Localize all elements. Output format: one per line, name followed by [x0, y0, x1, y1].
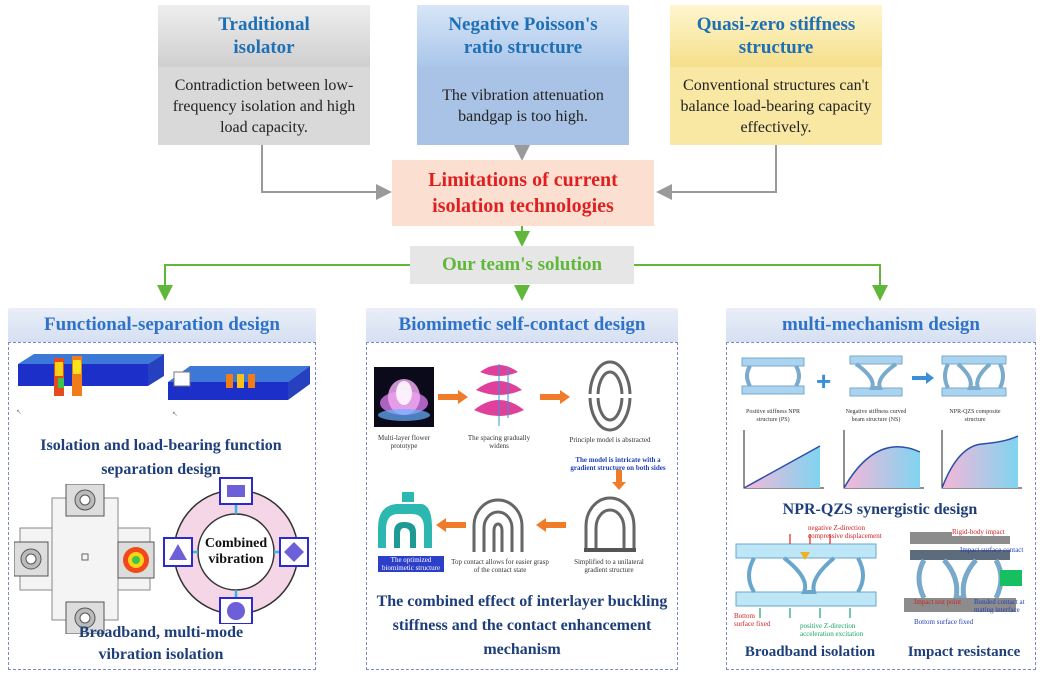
arrow-right: [912, 372, 934, 384]
solution-text: Our team's solution: [441, 254, 603, 275]
label-flower: Multi-layer flower prototype: [378, 434, 430, 450]
struct1-label: Positive stiffness NPR structure (PS): [746, 409, 800, 423]
label-rigid: Rigid-body impact: [952, 528, 1022, 536]
principle-model-image: [582, 360, 638, 432]
label-spacing: The spacing gradually widens: [467, 434, 531, 450]
top-contact-model-image: [472, 498, 524, 552]
npr-title: Negative Poisson's ratio structure: [417, 5, 629, 67]
combined-vibration-ring: [163, 477, 309, 624]
struct2-label: Negative stiffness curved beam structure…: [845, 409, 907, 423]
label-impactsurf: Impact surface contact: [960, 546, 1024, 554]
label-gradient: The model is intricate with a gradient s…: [570, 456, 666, 472]
arrow-4: [436, 518, 466, 532]
beam-models-image: ↖ ↖: [16, 354, 310, 418]
spacing-flower-image: [474, 364, 524, 426]
right-panel-title: multi-mechanism design: [726, 308, 1036, 342]
label-neg: negative Z-direction compressive displac…: [808, 524, 882, 540]
right-panel: [726, 342, 1036, 670]
left-caption-1: Isolation and load-bearing function sepa…: [40, 437, 282, 478]
traditional-isolator-body: Contradiction between low-frequency isol…: [158, 67, 370, 145]
npr-body: The vibration attenuation bandgap is too…: [417, 67, 629, 145]
label-topcontact: Top contact allows for easier grasp of t…: [451, 558, 549, 574]
arrow-1: [438, 390, 468, 404]
plus-sign: +: [816, 366, 832, 396]
structure-2-image: [849, 355, 903, 397]
middle-panel-title: Biomimetic self-contact design: [366, 308, 678, 342]
broadband-isolation-caption: Broadband isolation: [744, 644, 876, 660]
qzs-body: Conventional structures can't balance lo…: [670, 67, 882, 145]
optimized-structure-image: [378, 492, 432, 548]
isolator-topview-image: [14, 484, 155, 634]
broadband-isolation-image: [735, 534, 877, 618]
label-bonded: Bonded contact at mating interface: [974, 598, 1025, 614]
arrow-3: [536, 518, 566, 532]
solution-box: Our team's solution: [410, 246, 634, 284]
flower-prototype-image: [374, 367, 434, 427]
stiffness-curves-image: [743, 430, 1022, 489]
combined-vibration-label: Combined vibration: [204, 536, 268, 567]
left-panel-title: Functional-separation design: [8, 308, 316, 342]
label-optimized: The optimized biomimetic structure: [378, 556, 444, 572]
impact-resistance-caption: Impact resistance: [907, 644, 1021, 660]
unilateral-model-image: [584, 496, 636, 552]
struct3-label: NPR-QZS composite structure: [949, 409, 1001, 423]
qzs-title: Quasi-zero stiffness structure: [670, 5, 882, 67]
svg-text:↖: ↖: [16, 408, 22, 416]
right-caption: NPR-QZS synergistic design: [782, 501, 978, 518]
arrow-down: [612, 470, 626, 490]
label-impactpoint: Impact test point: [914, 598, 962, 606]
limitations-text: Limitations of current isolation technol…: [428, 169, 618, 217]
left-caption-2: Broadband, multi-mode vibration isolatio…: [78, 624, 244, 663]
label-principle: Principle model is abstracted: [569, 436, 651, 444]
structure-3-image: [941, 355, 1007, 397]
label-bottom: Bottom surface fixed: [734, 612, 771, 628]
label-unilateral: Simplified to a unilateral gradient stru…: [574, 558, 644, 574]
structure-1-image: [741, 357, 805, 395]
middle-caption: The combined effect of interlayer buckli…: [376, 593, 668, 658]
label-pos: positive Z-direction acceleration excita…: [800, 622, 864, 638]
svg-text:↖: ↖: [172, 410, 178, 418]
arrow-2: [540, 390, 570, 404]
label-bottomfixed: Bottom surface fixed: [914, 618, 974, 626]
limitations-box: Limitations of current isolation technol…: [392, 160, 654, 226]
traditional-isolator-title: Traditional isolator: [158, 5, 370, 67]
